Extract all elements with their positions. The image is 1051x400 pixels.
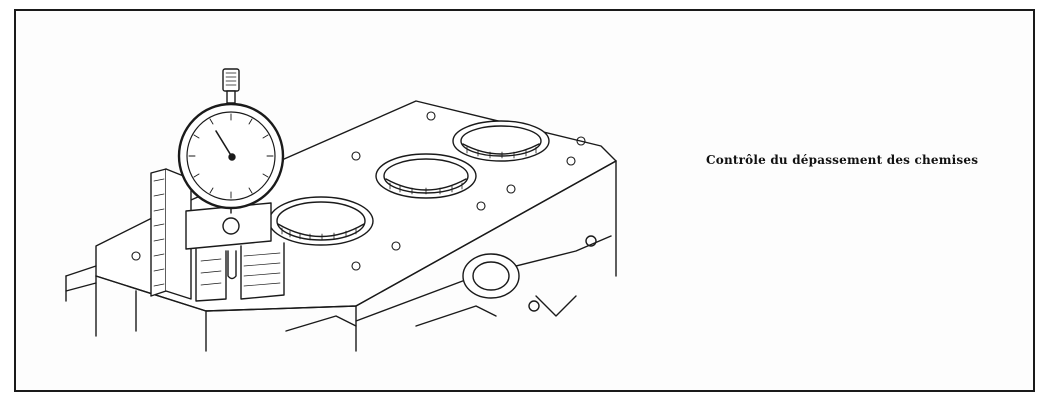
cylinder-liner-1 xyxy=(268,196,374,246)
dial-gauge xyxy=(177,68,285,214)
cylinder-liner-3 xyxy=(452,120,550,162)
gauge-support-block xyxy=(150,168,285,302)
cylinder-liner-2 xyxy=(375,153,477,199)
block-side-boss xyxy=(462,235,597,312)
figure-caption: Contrôle du dépassement des chemises xyxy=(706,153,979,167)
figure-frame: Contrôle du dépassement des chemises xyxy=(14,9,1035,392)
engine-block-dial-gauge-illustration xyxy=(65,68,617,352)
